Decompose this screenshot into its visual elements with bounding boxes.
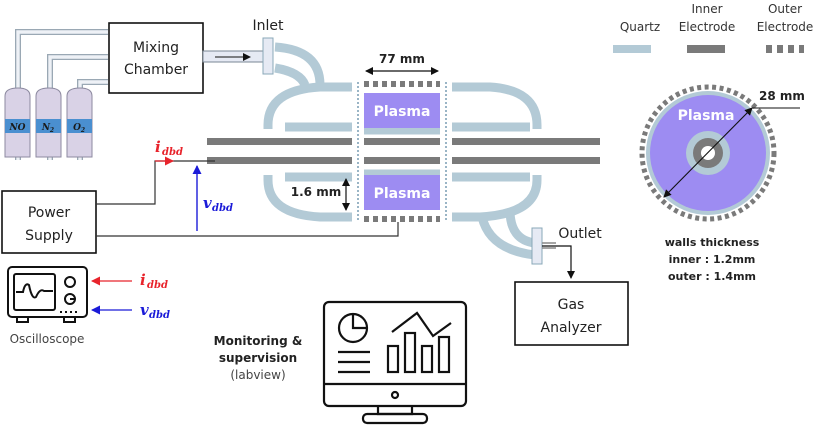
svg-text:outer : 1.4mm: outer : 1.4mm [668, 270, 756, 283]
computer-monitor-icon [322, 300, 468, 425]
svg-text:Analyzer: Analyzer [541, 320, 602, 336]
gas-cylinder-o2: O 2 [66, 87, 93, 158]
reactor-quartz-tube [263, 42, 542, 260]
length-dimension: 77 mm [365, 52, 439, 75]
scope-current-label: i dbd [140, 271, 168, 291]
ground-wire [96, 222, 399, 237]
svg-text:2: 2 [80, 127, 85, 134]
legend: Quartz Inner Electrode Outer Electrode [613, 2, 813, 53]
svg-text:v: v [140, 301, 149, 319]
legend-item-quartz: Quartz [613, 20, 660, 53]
svg-text:Plasma: Plasma [374, 104, 431, 120]
svg-text:Supply: Supply [25, 228, 73, 244]
cross-section-plasma-label: Plasma [678, 108, 735, 124]
svg-text:Power: Power [28, 205, 71, 221]
svg-text:Monitoring &: Monitoring & [214, 334, 303, 348]
svg-text:Outer: Outer [768, 2, 802, 16]
svg-text:dbd: dbd [149, 310, 170, 321]
svg-text:Chamber: Chamber [124, 62, 188, 78]
gas-cylinder-n2: N 2 [35, 87, 62, 158]
svg-text:dbd: dbd [212, 203, 233, 214]
plasma-region-top: Plasma [364, 93, 440, 128]
svg-text:walls thickness: walls thickness [665, 236, 760, 249]
diameter-label: 28 mm [759, 89, 805, 103]
outlet-label: Outlet [558, 226, 602, 242]
svg-text:dbd: dbd [147, 280, 168, 291]
svg-text:Mixing: Mixing [133, 40, 179, 56]
oscilloscope-label: Oscilloscope [10, 332, 85, 346]
svg-text:supervision: supervision [219, 351, 297, 365]
svg-text:1.6 mm: 1.6 mm [291, 185, 341, 199]
inlet-fitting [262, 37, 274, 75]
outlet-to-analyzer-line [542, 245, 575, 279]
plasma-region-bottom: Plasma [364, 175, 440, 210]
gas-analyzer: Gas Analyzer [514, 281, 629, 346]
mixing-chamber: Mixing Chamber [108, 22, 204, 94]
gas-cylinder-no: NO [4, 87, 31, 158]
svg-text:(labview): (labview) [230, 368, 285, 382]
svg-text:dbd: dbd [162, 147, 183, 158]
legend-item-outer-electrode: Outer Electrode [757, 2, 814, 53]
power-supply: Power Supply [1, 190, 97, 254]
mixing-to-inlet-tube [202, 50, 269, 63]
svg-text:i: i [155, 138, 161, 156]
scope-voltage-label: v dbd [140, 301, 170, 321]
inlet-label: Inlet [253, 18, 285, 34]
cross-section: Plasma 28 mm [639, 84, 805, 222]
gas-label-no: NO [8, 123, 25, 133]
gas-label-n2: N [41, 123, 51, 133]
svg-text:Inner: Inner [691, 2, 722, 16]
svg-text:Quartz: Quartz [620, 20, 660, 34]
inner-electrodes [207, 138, 600, 164]
gas-supply-lines [15, 29, 108, 160]
svg-text:Electrode: Electrode [757, 20, 814, 34]
hv-wire [96, 160, 215, 205]
svg-text:2: 2 [49, 127, 54, 134]
outlet-fitting [531, 227, 543, 265]
svg-text:77 mm: 77 mm [379, 52, 425, 66]
gas-label-o2: O [73, 123, 81, 133]
diameter-arrow [663, 107, 753, 198]
svg-text:Plasma: Plasma [374, 186, 431, 202]
svg-text:i: i [140, 271, 146, 289]
svg-text:Electrode: Electrode [679, 20, 736, 34]
monitoring-label: Monitoring & supervision (labview) [214, 334, 303, 382]
oscilloscope-icon [7, 266, 88, 323]
svg-text:Gas: Gas [558, 297, 585, 313]
outer-electrodes [364, 81, 440, 222]
gap-dimension: 1.6 mm [291, 178, 350, 211]
svg-text:inner : 1.2mm: inner : 1.2mm [669, 253, 756, 266]
current-label: i dbd [155, 138, 183, 158]
legend-item-inner-electrode: Inner Electrode [679, 2, 736, 53]
wall-thickness-info: walls thickness inner : 1.2mm outer : 1.… [665, 236, 760, 283]
section-break-lines [357, 82, 447, 222]
svg-text:v: v [203, 194, 212, 212]
voltage-label: v dbd [203, 194, 233, 214]
